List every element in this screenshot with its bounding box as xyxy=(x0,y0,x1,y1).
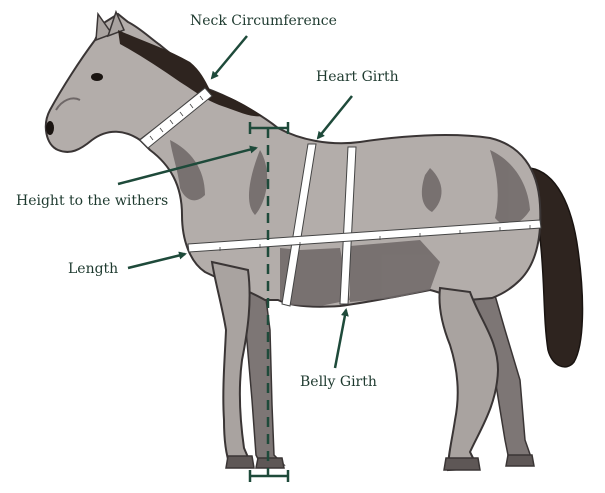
label-length: Length xyxy=(68,261,118,277)
arrow-heart xyxy=(318,96,352,138)
hooves xyxy=(226,455,534,470)
label-neck-circumference: Neck Circumference xyxy=(190,13,337,29)
label-height-to-withers: Height to the withers xyxy=(16,193,168,209)
eye-icon xyxy=(91,73,103,81)
nostril-icon xyxy=(46,121,54,135)
arrow-belly xyxy=(335,310,346,368)
label-belly-girth: Belly Girth xyxy=(300,374,377,390)
arrow-neck xyxy=(212,36,247,78)
near-front-leg xyxy=(212,262,250,465)
arrow-length xyxy=(128,254,185,268)
label-heart-girth: Heart Girth xyxy=(316,69,399,85)
